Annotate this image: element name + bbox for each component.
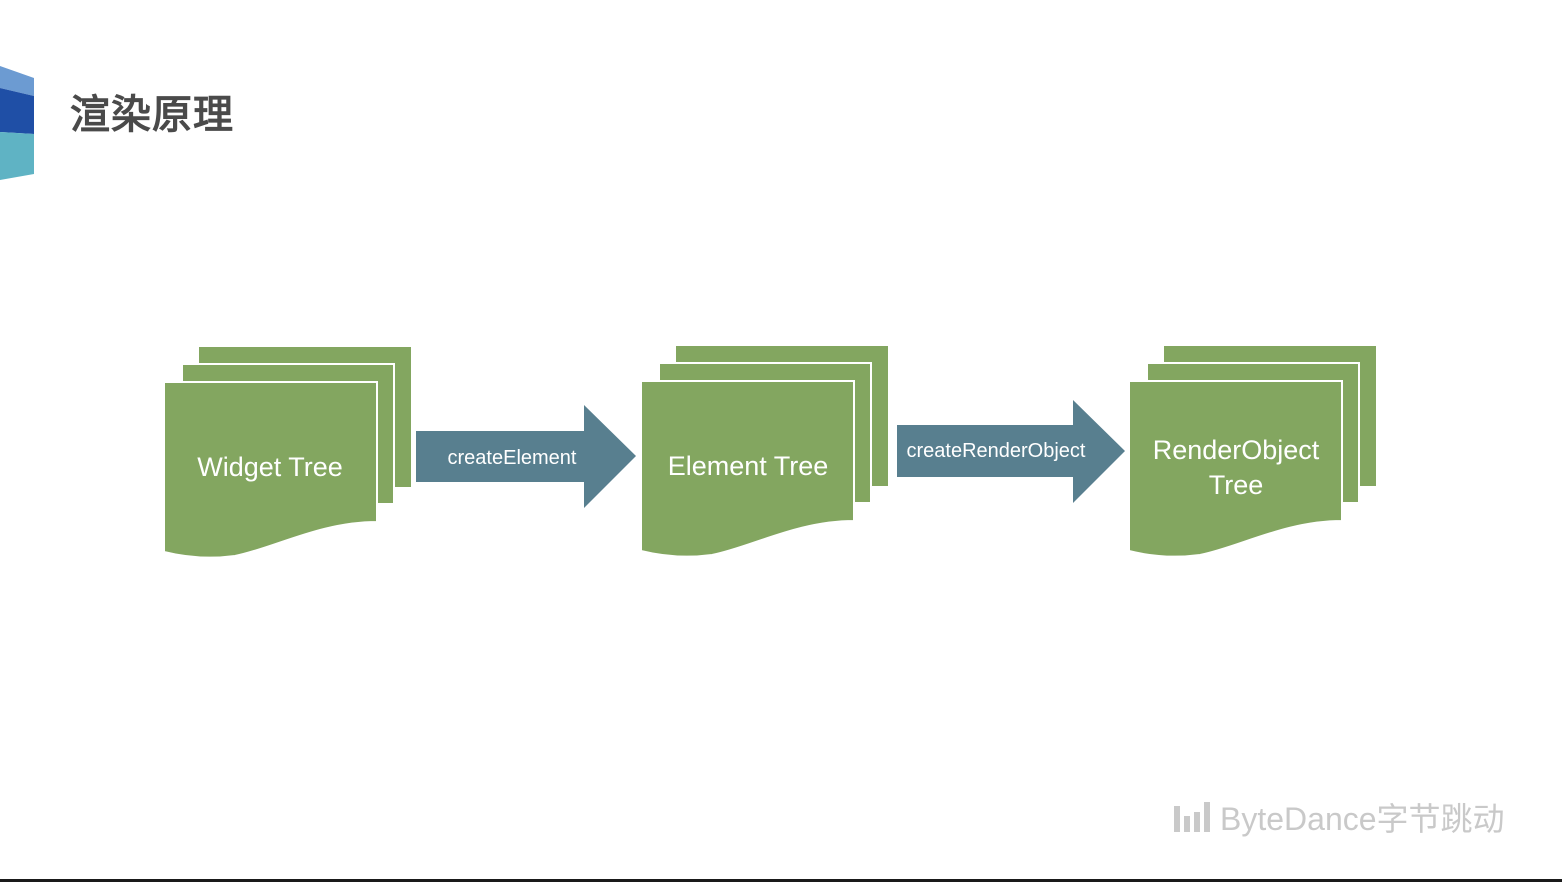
doc-front-sheet [640,380,855,558]
bytedance-watermark: ByteDance字节跳动 [1172,794,1505,840]
node-element-tree: Element Tree [640,346,888,558]
brand-corner-logo [0,66,34,180]
logo-top-facet [0,66,34,96]
node-label-line-1: RenderObject [1153,435,1320,465]
bottom-divider [0,879,1562,882]
doc-front-sheet [1128,380,1343,558]
slide-title: 渲染原理 [70,92,234,138]
doc-front-sheet [163,381,378,559]
node-label: Element Tree [668,451,829,481]
arrow-label: createRenderObject [907,440,1086,462]
logo-mid-facet [0,88,34,134]
watermark-text: ByteDance字节跳动 [1220,801,1505,837]
node-widget-tree: Widget Tree [163,347,411,559]
arrow-create-render-object: createRenderObject [897,400,1125,503]
node-renderobject-tree: RenderObject Tree [1128,346,1376,558]
logo-bottom-facet [0,132,34,180]
node-label-line-2: Tree [1209,470,1264,500]
arrow-shape [416,405,636,508]
arrow-create-element: createElement [416,405,636,508]
arrow-shape [897,400,1125,503]
node-label: Widget Tree [197,452,343,482]
bytedance-bars-icon [1174,802,1210,832]
arrow-label: createElement [448,447,577,469]
